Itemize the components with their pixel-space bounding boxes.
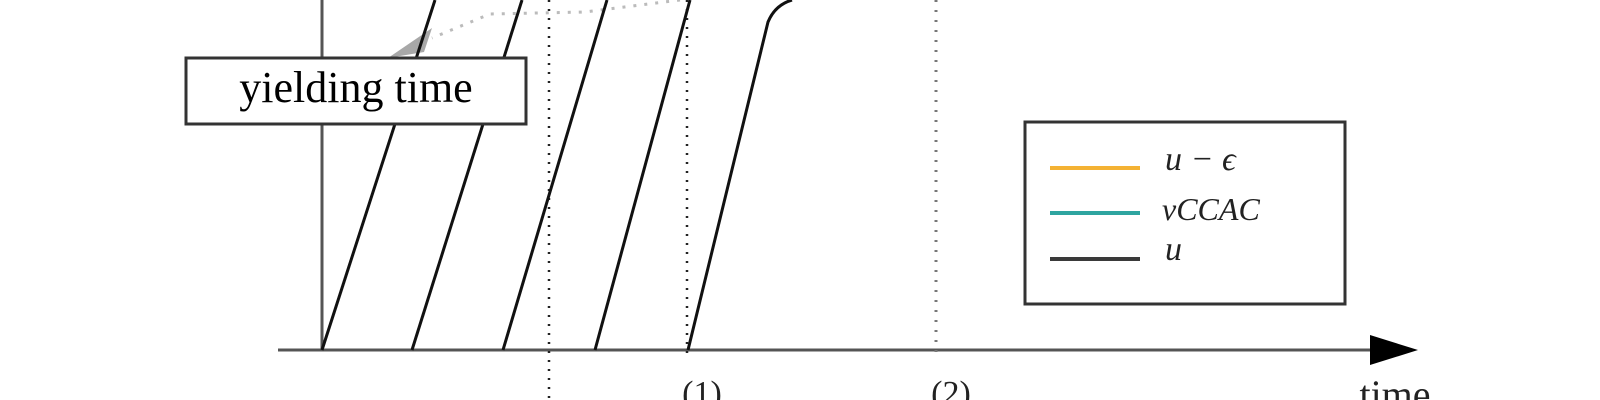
- yielding-guide-dotted: [431, 0, 681, 40]
- trajectory-3: [501, 0, 609, 351]
- trajectory-2: [410, 0, 524, 351]
- marker-1-label: (1): [682, 375, 722, 400]
- legend: u − ϵ vCCAC u: [1023, 120, 1347, 306]
- annotation-text: yielding time: [239, 63, 472, 112]
- trajectory-4: [593, 0, 692, 351]
- trajectory-1: [320, 0, 437, 351]
- u-trajectories: [320, 0, 793, 351]
- time-axis-arrowhead: [1370, 335, 1418, 365]
- legend-label-vccac: vCCAC: [1162, 191, 1260, 227]
- trajectory-5: [686, 0, 793, 351]
- legend-label-u-minus-epsilon: u − ϵ: [1165, 141, 1237, 178]
- annotation-box: [184, 56, 528, 126]
- yielding-guide-arrowhead: [388, 28, 432, 58]
- time-axis-label: time: [1359, 372, 1430, 400]
- marker-2-label: (2): [931, 375, 971, 400]
- legend-label-u: u: [1165, 231, 1182, 268]
